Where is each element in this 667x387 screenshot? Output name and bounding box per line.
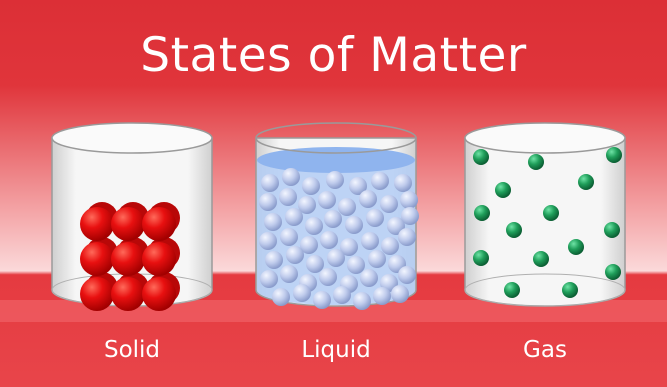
liquid-particle	[368, 250, 386, 268]
liquid-particle	[391, 285, 409, 303]
gas-particle	[473, 149, 489, 165]
liquid-particle	[305, 217, 323, 235]
liquid-particle	[261, 174, 279, 192]
gas-particle	[604, 222, 620, 238]
solid-particles	[80, 202, 180, 311]
liquid-particle	[381, 237, 399, 255]
gas-particles	[473, 147, 622, 298]
liquid-particle	[280, 265, 298, 283]
liquid-particles	[259, 168, 419, 310]
liquid-particle	[259, 193, 277, 211]
gas-container	[464, 122, 626, 307]
liquid-particle	[333, 286, 351, 304]
liquid-particle	[387, 217, 405, 235]
liquid-container	[255, 122, 419, 310]
liquid-label: Liquid	[301, 337, 371, 363]
liquid-particle	[298, 196, 316, 214]
gas-particle	[504, 282, 520, 298]
liquid-particle	[345, 216, 363, 234]
solid-particle	[111, 277, 145, 311]
liquid-particle	[320, 231, 338, 249]
liquid-surface	[257, 147, 415, 173]
liquid-particle	[306, 255, 324, 273]
liquid-particle	[326, 171, 344, 189]
gas-particle	[606, 147, 622, 163]
liquid-particle	[318, 191, 336, 209]
solid-particle	[80, 277, 114, 311]
liquid-particle	[265, 251, 283, 269]
liquid-particle	[313, 291, 331, 309]
gas-particle	[495, 182, 511, 198]
gas-particle	[528, 154, 544, 170]
liquid-particle	[398, 228, 416, 246]
solid-particle	[111, 242, 145, 276]
liquid-particle	[373, 287, 391, 305]
liquid-particle	[302, 177, 320, 195]
liquid-particle	[360, 269, 378, 287]
liquid-particle	[259, 232, 277, 250]
liquid-particle	[285, 208, 303, 226]
solid-particle	[142, 277, 176, 311]
liquid-particle	[347, 256, 365, 274]
gas-label: Gas	[523, 337, 567, 363]
gas-particle	[543, 205, 559, 221]
gas-particle	[506, 222, 522, 238]
liquid-particle	[282, 168, 300, 186]
liquid-particle	[279, 188, 297, 206]
liquid-particle	[300, 236, 318, 254]
liquid-particle	[380, 195, 398, 213]
gas-particle	[473, 250, 489, 266]
liquid-particle	[394, 174, 412, 192]
liquid-particle	[340, 238, 358, 256]
gas-particle	[533, 251, 549, 267]
liquid-particle	[272, 288, 290, 306]
solid-container	[51, 122, 213, 311]
liquid-particle	[400, 191, 418, 209]
solid-particle	[142, 207, 176, 241]
solid-particle	[80, 207, 114, 241]
solid-label: Solid	[103, 337, 161, 363]
liquid-particle	[286, 246, 304, 264]
gas-particle	[605, 264, 621, 280]
liquid-particle	[359, 190, 377, 208]
gas-particle	[562, 282, 578, 298]
liquid-particle	[327, 249, 345, 267]
liquid-particle	[353, 292, 371, 310]
liquid-particle	[401, 207, 419, 225]
liquid-particle	[349, 177, 367, 195]
liquid-particle	[293, 284, 311, 302]
solid-particle	[80, 242, 114, 276]
liquid-particle	[398, 266, 416, 284]
liquid-particle	[338, 198, 356, 216]
liquid-particle	[319, 268, 337, 286]
liquid-particle	[260, 270, 278, 288]
solid-particle	[142, 242, 176, 276]
liquid-particle	[361, 232, 379, 250]
liquid-particle	[366, 209, 384, 227]
solid-particle	[111, 207, 145, 241]
liquid-particle	[264, 213, 282, 231]
gas-particle	[474, 205, 490, 221]
gas-particle	[568, 239, 584, 255]
diagram-title: States of Matter	[140, 28, 527, 83]
liquid-particle	[280, 228, 298, 246]
liquid-particle	[324, 210, 342, 228]
liquid-particle	[371, 172, 389, 190]
gas-particle	[578, 174, 594, 190]
